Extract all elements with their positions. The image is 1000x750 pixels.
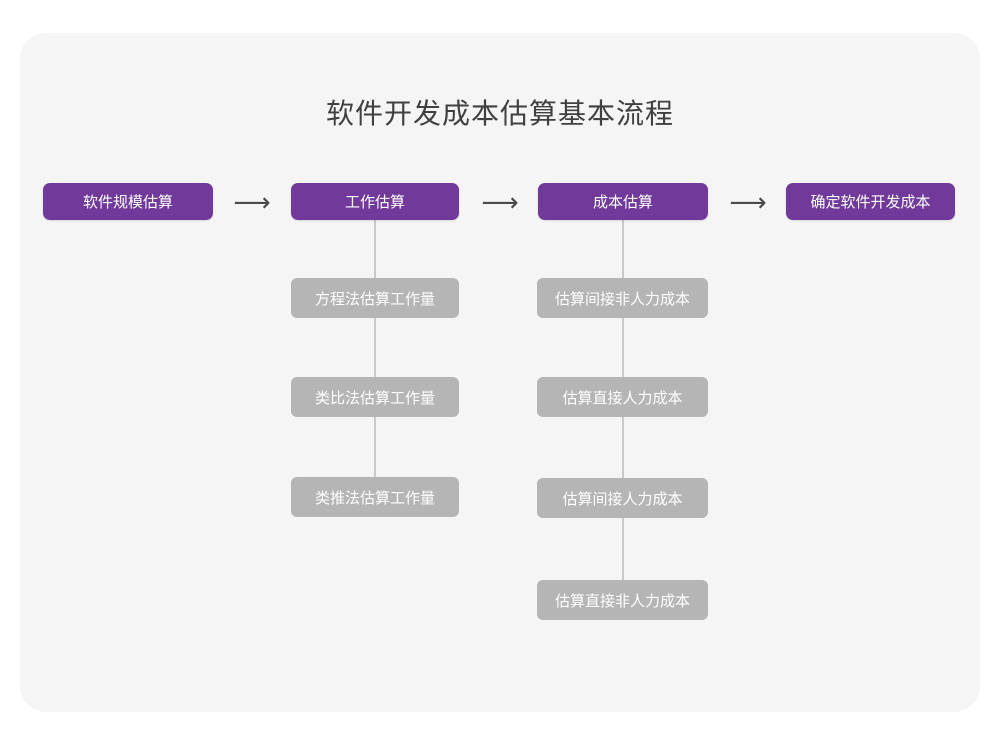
- sub-node-indirect-nonlabor-cost[interactable]: 估算间接非人力成本: [537, 278, 708, 318]
- connector-cost-1: [622, 220, 624, 278]
- flow-arrow-1-icon: ⟶: [233, 187, 271, 217]
- flow-node-determine-development-cost[interactable]: 确定软件开发成本: [786, 183, 955, 220]
- flow-arrow-3-icon: ⟶: [729, 187, 767, 217]
- flow-arrow-2-icon: ⟶: [481, 187, 519, 217]
- connector-work-2: [374, 317, 376, 377]
- sub-node-label: 估算直接非人力成本: [554, 592, 690, 610]
- diagram-card: [20, 33, 980, 712]
- flow-node-label: 软件规模估算: [82, 194, 173, 211]
- sub-node-direct-labor-cost[interactable]: 估算直接人力成本: [537, 377, 708, 417]
- sub-node-label: 方程法估算工作量: [314, 290, 435, 308]
- flow-node-work-estimation[interactable]: 工作估算: [291, 183, 459, 220]
- connector-cost-2: [622, 317, 624, 377]
- flow-node-software-scale-estimation[interactable]: 软件规模估算: [43, 183, 213, 220]
- flow-node-label: 确定软件开发成本: [810, 194, 931, 211]
- sub-node-equation-method-effort[interactable]: 方程法估算工作量: [291, 278, 459, 318]
- sub-node-direct-nonlabor-cost[interactable]: 估算直接非人力成本: [537, 580, 708, 620]
- sub-node-label: 类推法估算工作量: [314, 489, 435, 507]
- connector-work-3: [374, 417, 376, 477]
- sub-node-label: 类比法估算工作量: [314, 389, 435, 407]
- sub-node-label: 估算间接非人力成本: [554, 290, 690, 308]
- sub-node-analogy-method-effort[interactable]: 类比法估算工作量: [291, 377, 459, 417]
- flow-node-label: 成本估算: [592, 194, 653, 211]
- flow-node-cost-estimation[interactable]: 成本估算: [538, 183, 708, 220]
- connector-cost-3: [622, 417, 624, 478]
- flow-node-label: 工作估算: [344, 194, 405, 211]
- sub-node-label: 估算间接人力成本: [562, 490, 683, 508]
- connector-work-1: [374, 220, 376, 278]
- page-title: 软件开发成本估算基本流程: [325, 98, 674, 129]
- connector-cost-4: [622, 518, 624, 580]
- sub-node-label: 估算直接人力成本: [562, 389, 683, 407]
- sub-node-inference-method-effort[interactable]: 类推法估算工作量: [291, 477, 459, 517]
- sub-node-indirect-labor-cost[interactable]: 估算间接人力成本: [537, 478, 708, 518]
